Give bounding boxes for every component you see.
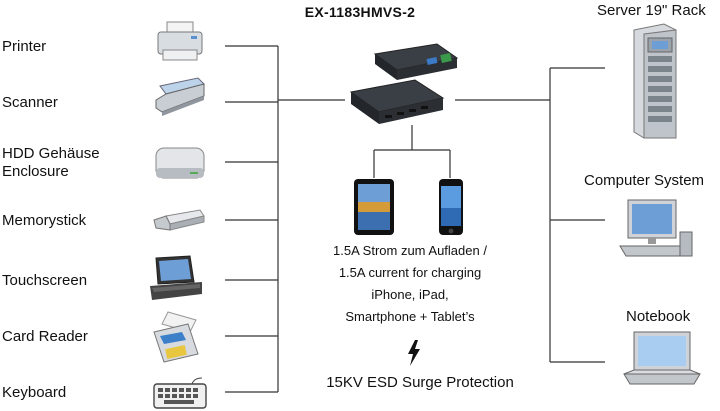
charging-text-line1: 1.5A Strom zum Aufladen / (333, 243, 487, 258)
smartphone-icon (439, 179, 463, 235)
charging-text-line4: Smartphone + Tablet’s (345, 309, 475, 324)
label-server-rack: Server 19" Rack (597, 2, 706, 19)
desktop-computer-icon (619, 199, 693, 257)
usb-stick-icon (153, 209, 205, 231)
label-card-reader: Card Reader (2, 328, 88, 345)
keyboard-icon (153, 377, 207, 409)
charging-text-line3: iPhone, iPad, (371, 287, 449, 302)
printer-icon (157, 21, 203, 61)
charging-text-line2: 1.5A current for charging (338, 265, 482, 280)
hdd-enclosure-icon (155, 147, 205, 179)
card-reader-icon (153, 311, 199, 363)
esd-protection-text: 15KV ESD Surge Protection (326, 374, 514, 391)
lightning-icon (408, 340, 420, 366)
scanner-icon (155, 77, 205, 116)
label-memorystick: Memorystick (2, 212, 87, 229)
label-notebook: Notebook (626, 308, 691, 325)
label-touchscreen: Touchscreen (2, 272, 88, 289)
usb-hub-devices-icon (349, 43, 459, 124)
label-hdd-enclosure: HDD Gehäuse Enclosure (2, 145, 100, 180)
touchscreen-terminal-icon (150, 255, 202, 300)
label-printer: Printer (2, 38, 47, 55)
tablet-icon (354, 179, 394, 235)
diagram-title: EX-1183HMVS-2 (304, 4, 416, 20)
label-computer-system: Computer System (584, 172, 705, 189)
label-scanner: Scanner (2, 94, 58, 111)
notebook-icon (623, 331, 701, 385)
server-rack-icon (633, 23, 677, 139)
label-keyboard: Keyboard (2, 384, 67, 401)
